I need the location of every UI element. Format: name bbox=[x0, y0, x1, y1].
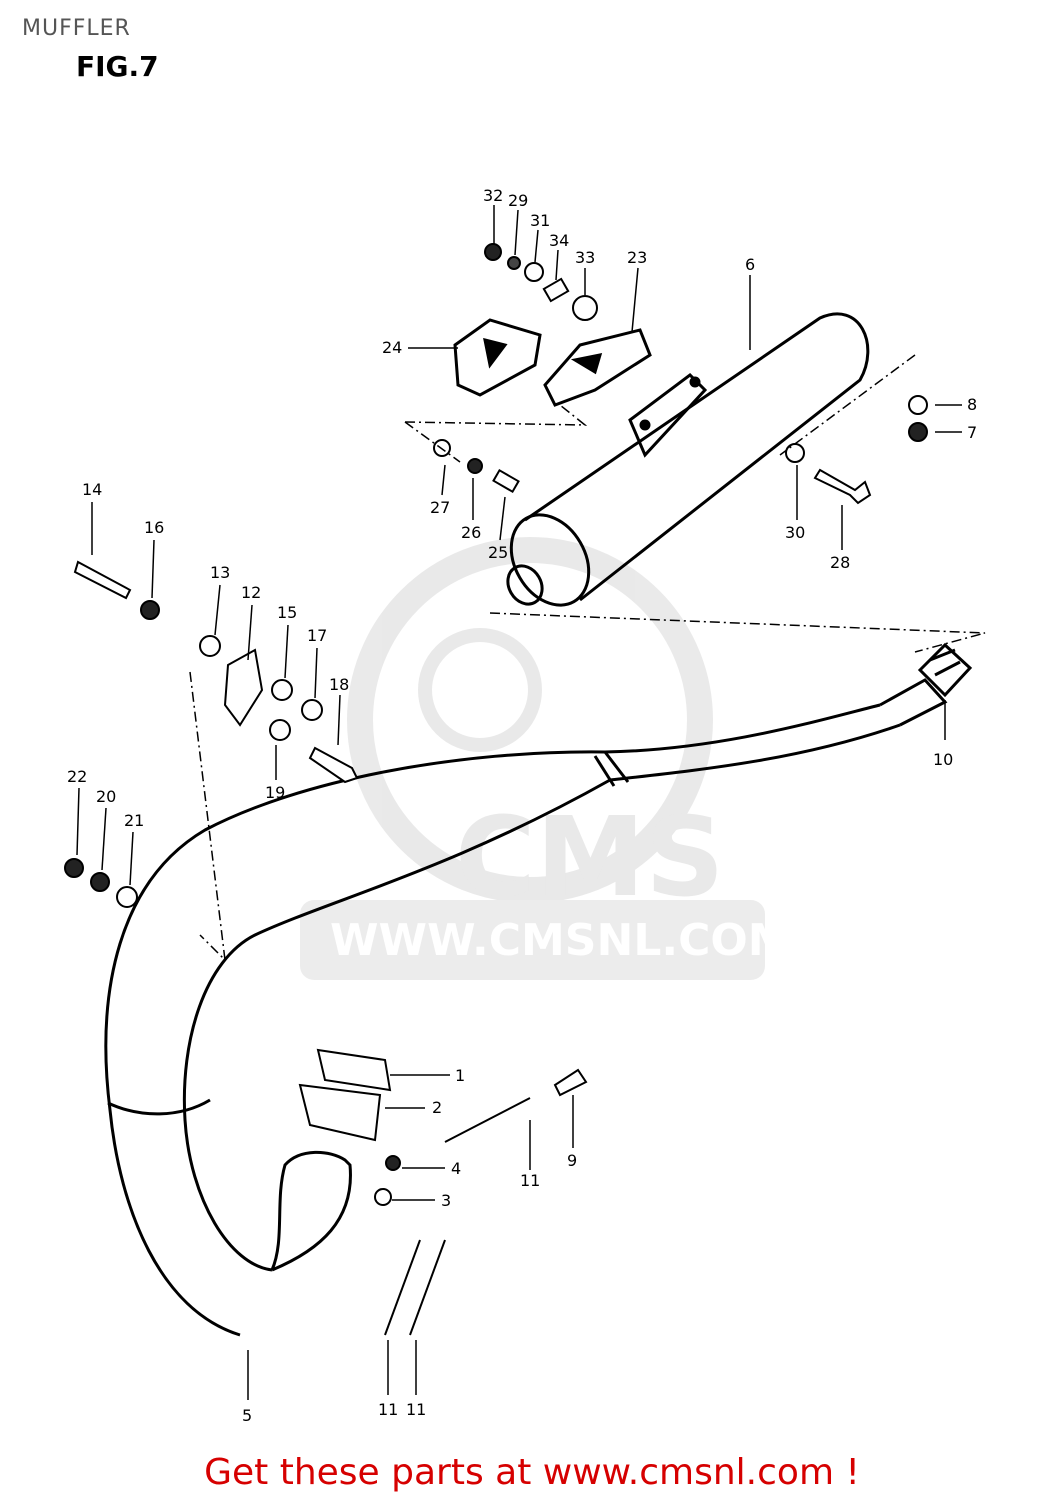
callout-7: 7 bbox=[967, 423, 977, 442]
callout-21: 21 bbox=[124, 811, 144, 830]
bracket-24 bbox=[453, 318, 542, 397]
callout-16: 16 bbox=[144, 518, 164, 537]
callout-32: 32 bbox=[483, 186, 503, 205]
callout-3: 3 bbox=[441, 1191, 451, 1210]
callout-20: 20 bbox=[96, 787, 116, 806]
callout-34: 34 bbox=[549, 231, 569, 250]
washer-17 bbox=[301, 699, 323, 721]
bracket-23 bbox=[543, 328, 652, 407]
callout-12: 12 bbox=[241, 583, 261, 602]
leader-lines bbox=[76, 205, 962, 1400]
callout-27: 27 bbox=[430, 498, 450, 517]
callout-15: 15 bbox=[277, 603, 297, 622]
silencer bbox=[506, 312, 870, 607]
callout-11-b: 11 bbox=[378, 1400, 398, 1419]
callout-14: 14 bbox=[82, 480, 102, 499]
bolt-25 bbox=[492, 468, 520, 494]
callout-18: 18 bbox=[329, 675, 349, 694]
grommet-33 bbox=[572, 295, 598, 321]
callout-5: 5 bbox=[242, 1406, 252, 1425]
callout-22: 22 bbox=[67, 767, 87, 786]
washer-20 bbox=[90, 872, 110, 892]
exhaust-pipe bbox=[104, 678, 948, 1337]
spring-11-b bbox=[384, 1239, 421, 1336]
callout-1: 1 bbox=[455, 1066, 465, 1085]
bolt-3 bbox=[374, 1188, 392, 1206]
callout-4: 4 bbox=[451, 1159, 461, 1178]
washer-19 bbox=[269, 719, 291, 741]
callout-24: 24 bbox=[382, 338, 402, 357]
callout-31: 31 bbox=[530, 211, 550, 230]
joint-pipe-10 bbox=[917, 642, 973, 698]
callout-26: 26 bbox=[461, 523, 481, 542]
callout-28: 28 bbox=[830, 553, 850, 572]
callout-labels: 32 29 31 34 33 23 6 24 8 7 27 26 25 30 2… bbox=[67, 186, 977, 1425]
callout-8: 8 bbox=[967, 395, 977, 414]
callout-11-a: 11 bbox=[520, 1171, 540, 1190]
exhaust-gasket-1 bbox=[316, 1048, 392, 1092]
washer-21 bbox=[116, 886, 138, 908]
callout-10: 10 bbox=[933, 750, 953, 769]
washer-13 bbox=[199, 635, 221, 657]
spring-11-c bbox=[409, 1239, 446, 1336]
watermark-logo-text: CMS bbox=[455, 793, 724, 921]
hardware-parts bbox=[64, 243, 928, 1336]
nut-32 bbox=[484, 243, 502, 261]
washer-15 bbox=[271, 679, 293, 701]
callout-9: 9 bbox=[567, 1151, 577, 1170]
cms-watermark: CMS WWW.CMSNL.COM bbox=[300, 537, 792, 980]
washer-8 bbox=[908, 395, 928, 415]
washer-31 bbox=[524, 262, 544, 282]
assembly-guide-lines bbox=[189, 354, 986, 963]
footer-link-text[interactable]: Get these parts at www.cmsnl.com ! bbox=[204, 1452, 860, 1493]
bolt-14 bbox=[73, 560, 132, 600]
callout-30: 30 bbox=[785, 523, 805, 542]
washer-30 bbox=[785, 443, 805, 463]
spring-11 bbox=[444, 1097, 531, 1143]
mounting-brackets bbox=[453, 318, 652, 407]
watermark-url: WWW.CMSNL.COM bbox=[330, 915, 792, 966]
callout-33: 33 bbox=[575, 248, 595, 267]
nut-4 bbox=[385, 1155, 401, 1171]
bolt-18 bbox=[308, 746, 359, 784]
collar-34 bbox=[542, 277, 570, 303]
spring-hook-9 bbox=[553, 1068, 588, 1097]
callout-6: 6 bbox=[745, 255, 755, 274]
joint-12 bbox=[223, 648, 264, 727]
callout-17: 17 bbox=[307, 626, 327, 645]
callout-13: 13 bbox=[210, 563, 230, 582]
nut-7 bbox=[908, 422, 928, 442]
callout-29: 29 bbox=[508, 191, 528, 210]
figure-number: FIG.7 bbox=[76, 50, 159, 83]
nut-22 bbox=[64, 858, 84, 878]
diagram-title: MUFFLER bbox=[22, 16, 131, 41]
callout-2: 2 bbox=[432, 1098, 442, 1117]
callout-11-c: 11 bbox=[406, 1400, 426, 1419]
exhaust-flange-2 bbox=[298, 1083, 382, 1142]
callout-23: 23 bbox=[627, 248, 647, 267]
washer-29 bbox=[507, 256, 521, 270]
callout-19: 19 bbox=[265, 783, 285, 802]
nut-26 bbox=[467, 458, 483, 474]
nut-16 bbox=[140, 600, 160, 620]
bolt-28 bbox=[813, 468, 872, 505]
callout-25: 25 bbox=[488, 543, 508, 562]
